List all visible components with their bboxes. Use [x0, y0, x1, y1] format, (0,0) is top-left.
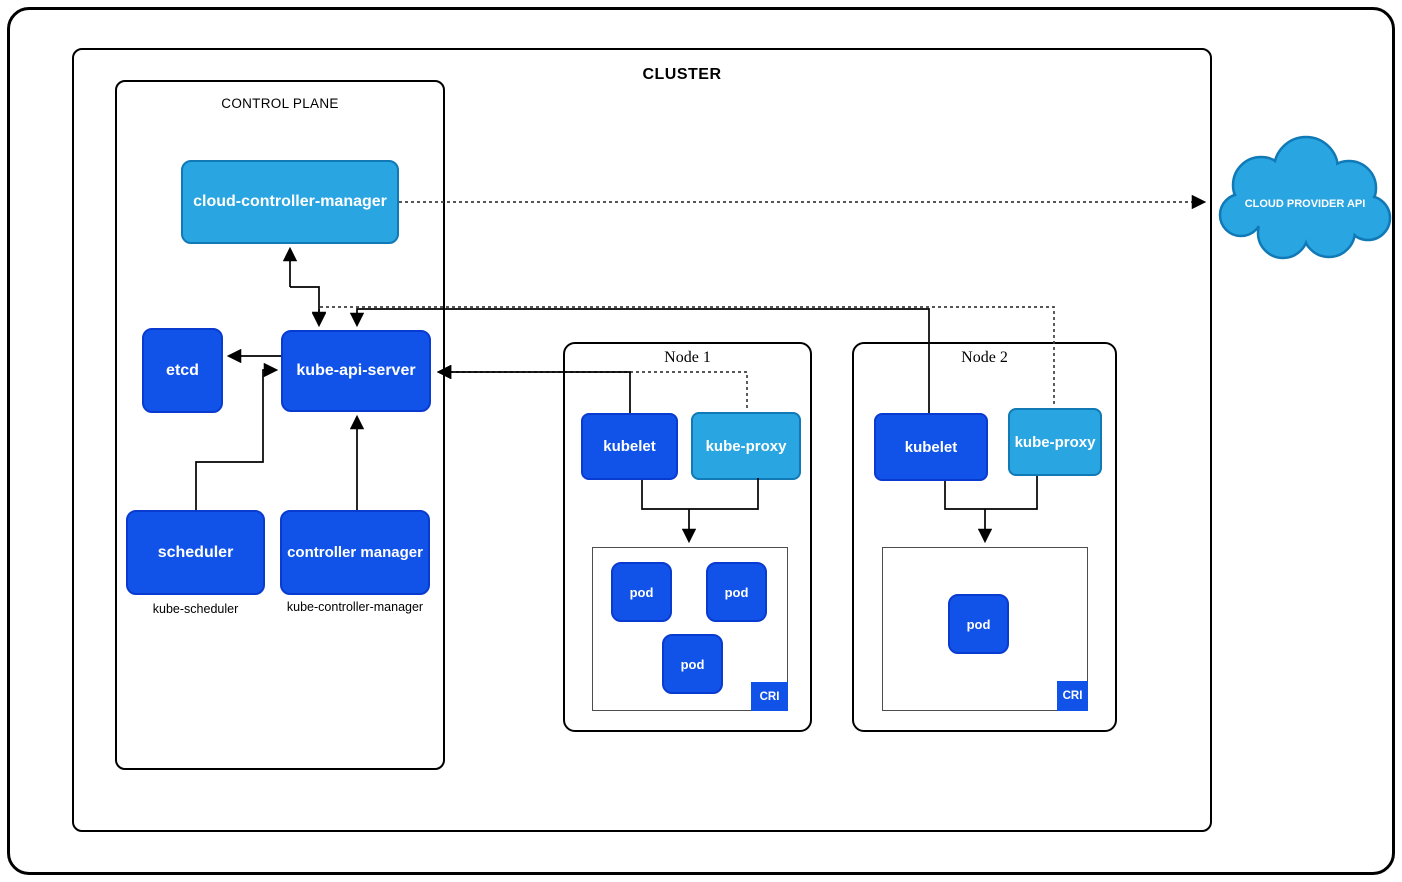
node1-pod: pod: [611, 562, 672, 622]
node2-kubelet-box: kubelet: [874, 413, 988, 481]
cluster-title: CLUSTER: [642, 66, 722, 83]
control-plane-box: [115, 80, 445, 770]
kube-scheduler-caption: kube-scheduler: [152, 602, 239, 616]
cluster-box: [72, 48, 1212, 832]
kube-api-server-box: kube-api-server: [281, 330, 431, 412]
node1-pod: pod: [706, 562, 767, 622]
node1-kube-proxy-box: kube-proxy: [691, 412, 801, 480]
node1-title: Node 1: [664, 349, 711, 366]
node1-pod: pod: [662, 634, 723, 694]
controller-manager-box: controller manager: [280, 510, 430, 595]
node2-pod: pod: [948, 594, 1009, 654]
node2-cri-label: CRI: [1057, 681, 1088, 711]
node2-cri-container: [882, 547, 1088, 711]
node2-title: Node 2: [961, 349, 1008, 366]
kube-controller-manager-caption: kube-controller-manager: [286, 600, 424, 614]
cloud-provider-api-icon: CLOUD PROVIDER API: [1218, 135, 1392, 260]
scheduler-box: scheduler: [126, 510, 265, 595]
node2-kube-proxy-box: kube-proxy: [1008, 408, 1102, 476]
control-plane-title: CONTROL PLANE: [221, 96, 339, 111]
node1-kubelet-box: kubelet: [581, 413, 678, 480]
cloud-provider-api-label: CLOUD PROVIDER API: [1245, 198, 1366, 210]
node1-cri-label: CRI: [751, 682, 788, 711]
cloud-controller-manager-box: cloud-controller-manager: [181, 160, 399, 244]
page-border: [7, 7, 1395, 875]
etcd-box: etcd: [142, 328, 223, 413]
node1-cri-container: [592, 547, 788, 711]
